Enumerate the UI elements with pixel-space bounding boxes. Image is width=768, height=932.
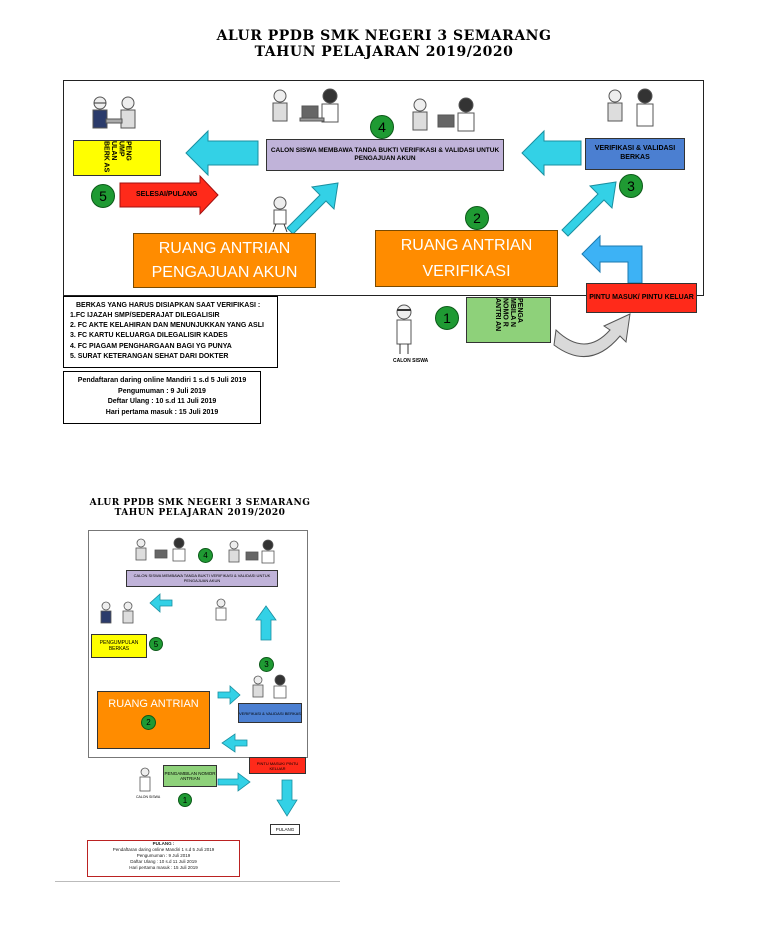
bottom-calon-siswa: CALON SISWA xyxy=(136,795,161,799)
jadwal-panel: Pendaftaran daring online Mandiri 1 s.d … xyxy=(63,371,261,424)
staff-illustrations xyxy=(92,88,654,358)
bottom-step-circle-4: 4 xyxy=(198,548,213,563)
bottom-pintu-label: PINTU MASUK/ PINTU KELUAR xyxy=(256,760,299,771)
jadwal-item-3: Deftar Ulang : 10 s.d 11 Juli 2019 xyxy=(107,398,217,405)
pengambilan-box-label: PENGA MBILA N NOMO R ANTRI AN xyxy=(494,298,524,332)
diagram-frame xyxy=(63,80,704,295)
arrow-elbow xyxy=(581,234,643,284)
bottom-pulang-label: PULANG xyxy=(275,827,295,832)
berkas-item-4: 4. FC PIAGAM PENGHARGAAN BAGI YG PUNYA xyxy=(70,342,232,350)
bottom-arrow-left xyxy=(149,593,173,613)
antrian-akun-line1: RUANG ANTRIAN xyxy=(158,239,291,257)
calon-siswa-label: CALON SISWA xyxy=(393,358,429,364)
jadwal-item-4: Hari pertama masuk : 15 Juli 2019 xyxy=(105,408,219,416)
bottom-pengumpulan-box: PENGUMPULAN BERKAS xyxy=(91,634,147,658)
step-circle-4: 4 xyxy=(370,115,394,139)
antrian-akun-line2: PENGAJUAN AKUN xyxy=(151,263,298,281)
bottom-pengambilan-label: PENGAMBILAN NOMOR ANTRIAN xyxy=(164,771,216,781)
berkas-item-2: 2. FC AKTE KELAHIRAN DAN MENUNJUKKAN YAN… xyxy=(70,322,264,330)
bottom-step-circle-3: 3 xyxy=(259,657,274,672)
bottom-arrow-right-1 xyxy=(217,685,241,705)
bottom-flow-arrows xyxy=(149,593,298,817)
bottom-pulang-box: PULANG xyxy=(270,824,300,835)
bottom-step4-label: CALON SISWA MEMBAWA TANDA BUKTI VERIFIKA… xyxy=(133,572,271,583)
jadwal-item-2: Pengumuman : 9 Juli 2019 xyxy=(118,387,206,395)
antrian-akun-box: RUANG ANTRIAN PENGAJUAN AKUN xyxy=(133,233,316,288)
verifikasi-box: VERIFIKASI & VALIDASI BERKAS xyxy=(585,138,685,170)
arrow-left-1 xyxy=(185,129,259,177)
bottom-title-line-2: TAHUN PELAJARAN 2019/2020 xyxy=(114,508,286,518)
bottom-jadwal-3: Daftar Ulang : 10 s.d 11 Juli 2019 xyxy=(130,859,197,865)
page-title: ALUR PPDB SMK NEGERI 3 SEMARANG TAHUN PE… xyxy=(0,28,768,60)
title-line-1: ALUR PPDB SMK NEGERI 3 SEMARANG xyxy=(216,28,552,44)
bottom-baseline xyxy=(55,881,340,882)
step4-box-label: CALON SISWA MEMBAWA TANDA BUKTI VERIFIKA… xyxy=(270,146,500,162)
verifikasi-box-label: VERIFIKASI & VALIDASI BERKAS xyxy=(594,145,676,161)
bottom-step-circle-1: 1 xyxy=(178,793,192,807)
berkas-title: BERKAS YANG HARUS DISIAPKAN SAAT VERIFIK… xyxy=(76,302,261,309)
pintu-box: PINTU MASUK/ PINTU KELUAR xyxy=(586,283,697,313)
bottom-pengambilan-box: PENGAMBILAN NOMOR ANTRIAN xyxy=(163,765,217,787)
divider-line xyxy=(63,295,704,296)
bottom-jadwal-4: Hari pertama masuk : 15 Juli 2019 xyxy=(129,865,198,871)
pintu-box-label: PINTU MASUK/ PINTU KELUAR xyxy=(589,293,694,301)
bottom-arrow-left-2 xyxy=(221,733,248,753)
curved-arrow xyxy=(553,313,631,358)
arrow-left-2 xyxy=(521,129,582,177)
bottom-verifikasi-box: VERIFIKASI & VALIDASI BERKAS xyxy=(238,703,302,723)
berkas-item-1: 1.FC IJAZAH SMP/SEDERAJAT DILEGALISIR xyxy=(70,312,220,320)
step-circle-3: 3 xyxy=(619,174,643,198)
bottom-frame xyxy=(88,530,308,758)
berkas-panel: BERKAS YANG HARUS DISIAPKAN SAAT VERIFIK… xyxy=(63,296,278,368)
step4-box: CALON SISWA MEMBAWA TANDA BUKTI VERIFIKA… xyxy=(266,139,504,171)
bottom-arrow-right-2 xyxy=(217,772,251,792)
bottom-step-circle-5: 5 xyxy=(149,637,163,651)
bottom-verifikasi-label: VERIFIKASI & VALIDASI BERKAS xyxy=(239,710,301,716)
pengumpulan-box-label: PENG UMP ULAN BERK AS xyxy=(102,141,132,173)
antrian-verifikasi-box: RUANG ANTRIAN VERIFIKASI xyxy=(375,230,558,287)
berkas-item-5: 5. SURAT KETERANGAN SEHAT DARI DOKTER xyxy=(70,352,229,360)
bottom-title: ALUR PPDB SMK NEGERI 3 SEMARANG TAHUN PE… xyxy=(60,498,340,518)
people-icon xyxy=(92,88,654,354)
antrian-verifikasi-line2: VERIFIKASI xyxy=(422,262,511,280)
bottom-jadwal-1: Pendaftaran daring online Mandiri 1 s.d … xyxy=(112,847,215,853)
jadwal-item-1: Pendaftaran daring online Mandiri 1 s.d … xyxy=(77,377,247,384)
flow-arrows xyxy=(185,129,617,237)
title-line-2: TAHUN PELAJARAN 2019/2020 xyxy=(254,44,514,60)
bottom-pintu-box: PINTU MASUK/ PINTU KELUAR xyxy=(249,757,306,774)
selesai-label: SELESAI/PULANG xyxy=(136,191,198,198)
bottom-pengumpulan-label: PENGUMPULAN BERKAS xyxy=(99,640,139,652)
berkas-item-3: 3. FC KARTU KELUARGA DILEGALISIR KADES xyxy=(70,332,228,340)
people-icon xyxy=(100,537,287,792)
step-circle-1: 1 xyxy=(435,306,459,330)
bottom-jadwal-title: PULANG : xyxy=(152,841,175,846)
pengambilan-box: PENGA MBILA N NOMO R ANTRI AN xyxy=(466,297,551,343)
antrian-verifikasi-line1: RUANG ANTRIAN xyxy=(400,236,533,254)
pengumpulan-box: PENG UMP ULAN BERK AS xyxy=(73,140,161,176)
bottom-jadwal-2: Pengumuman : 9 Juli 2019 xyxy=(136,853,191,859)
bottom-jadwal-panel: PULANG : Pendaftaran daring online Mandi… xyxy=(87,840,240,877)
bottom-step4-box: CALON SISWA MEMBAWA TANDA BUKTI VERIFIKA… xyxy=(126,570,278,587)
step-circle-5: 5 xyxy=(91,184,115,208)
arrow-diag-1 xyxy=(286,182,339,235)
bottom-step-circle-2: 2 xyxy=(141,715,156,730)
bottom-antrian-label: RUANG ANTRIAN xyxy=(108,698,199,710)
bottom-arrow-up xyxy=(255,605,277,641)
bottom-arrow-down xyxy=(276,779,298,817)
selesai-arrow xyxy=(119,174,219,216)
arrow-diag-2 xyxy=(561,181,617,237)
bottom-title-line-1: ALUR PPDB SMK NEGERI 3 SEMARANG xyxy=(89,498,311,508)
step-circle-2: 2 xyxy=(465,206,489,230)
